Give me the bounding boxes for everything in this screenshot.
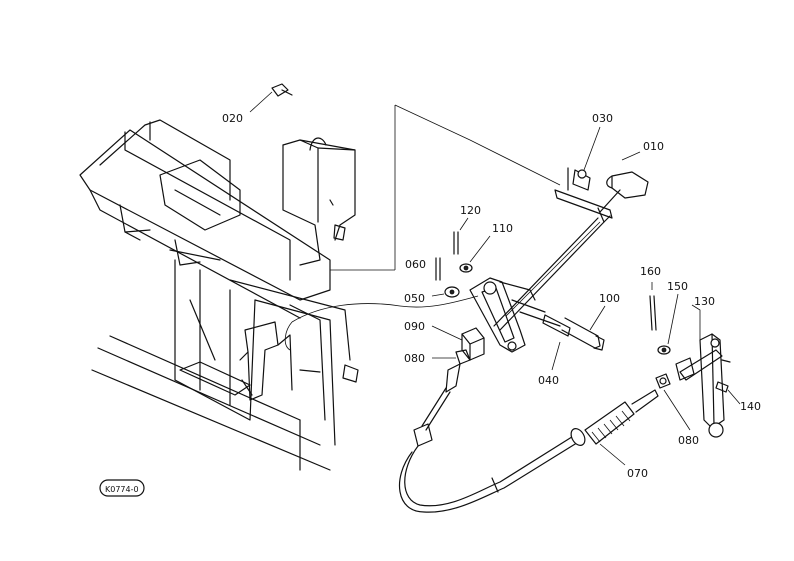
nut-080-right: 080 [655, 373, 699, 447]
block-090: 090 [404, 320, 485, 361]
callout-080-right: 080 [678, 434, 699, 447]
bolt-020: 020 [222, 83, 293, 125]
nut-030: 030 [567, 112, 613, 191]
cable-070: 070 [284, 295, 659, 513]
callout-110: 110 [492, 222, 513, 235]
washer-150: 150 [657, 280, 688, 355]
callout-020: 020 [222, 112, 243, 125]
callout-080-left: 080 [404, 352, 425, 365]
callout-140: 140 [740, 400, 761, 413]
callout-100: 100 [599, 292, 620, 305]
pin-160: 160 [640, 265, 661, 331]
callout-120: 120 [460, 204, 481, 217]
diagram-id-badge: K0774-0 [99, 479, 145, 497]
nut-080-left: 080 [404, 349, 471, 365]
callout-040: 040 [538, 374, 559, 387]
linkage-bracket: 040 100 [469, 277, 620, 387]
callout-160: 160 [640, 265, 661, 278]
callout-010: 010 [643, 140, 664, 153]
bolt-140: 140 [715, 381, 761, 413]
pin-120: 120 [453, 204, 481, 255]
callout-060: 060 [405, 258, 426, 271]
washer-050: 050 [404, 286, 460, 305]
pin-060: 060 [405, 257, 441, 281]
callout-150: 150 [667, 280, 688, 293]
frame-assembly [79, 119, 359, 471]
washer-110: 110 [459, 222, 513, 273]
callout-090: 090 [404, 320, 425, 333]
callout-050: 050 [404, 292, 425, 305]
callout-030: 030 [592, 112, 613, 125]
bracket-130: 130 [675, 295, 731, 438]
callout-070: 070 [627, 467, 648, 480]
diagram-id-label: K0774-0 [105, 485, 139, 494]
lever-010: 010 [493, 140, 664, 331]
callout-130: 130 [694, 295, 715, 308]
